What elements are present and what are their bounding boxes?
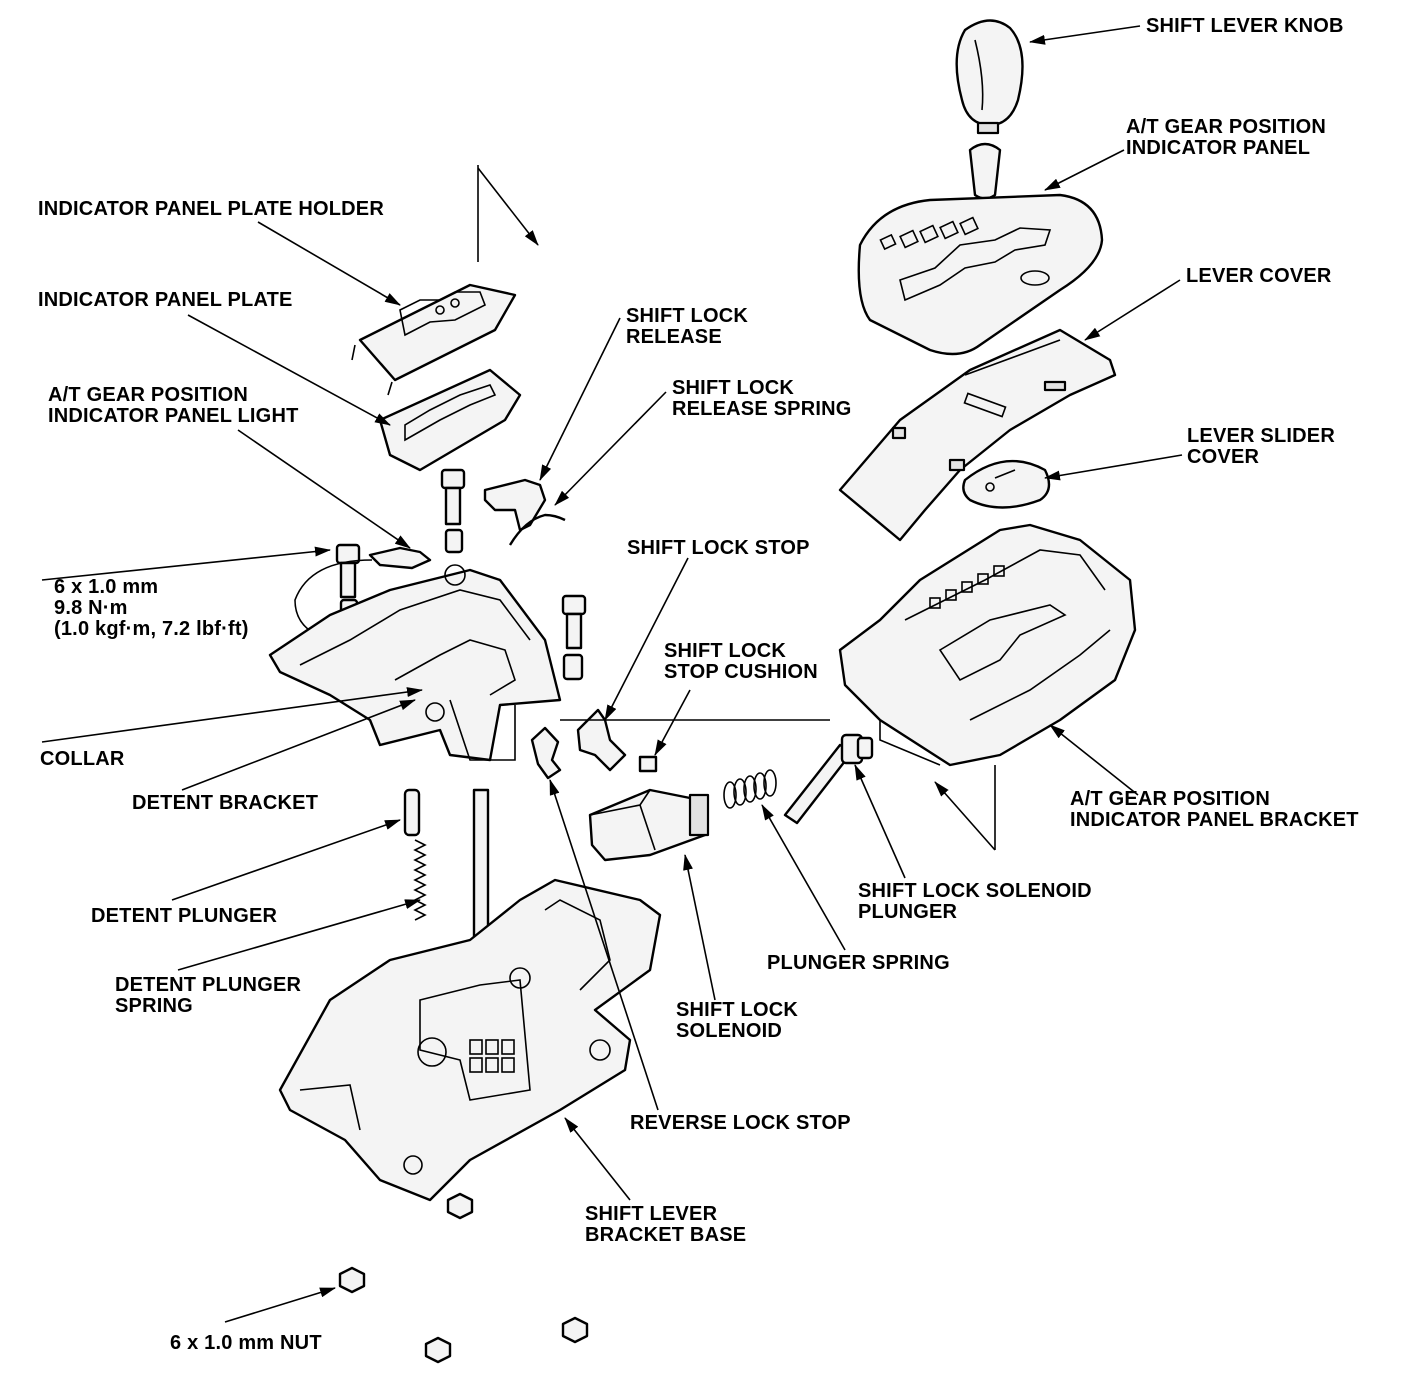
shift-lock-solenoid-part — [588, 788, 710, 862]
bracket-base-part — [278, 878, 662, 1202]
label-shift-lock-release: SHIFT LOCK RELEASE — [626, 306, 748, 348]
label-bolt-spec: 6 x 1.0 mm 9.8 N·m (1.0 kgf·m, 7.2 lbf·f… — [54, 577, 249, 640]
label-shift-lock-solenoid: SHIFT LOCK SOLENOID — [676, 1000, 798, 1042]
reverse-lock-stop-part — [530, 726, 562, 780]
indicator-panel-bracket-part — [838, 523, 1137, 767]
label-line: SPRING — [115, 995, 193, 1017]
label-line: BRACKET BASE — [585, 1224, 747, 1246]
plate-holder-part — [351, 283, 517, 396]
bolt-top — [440, 468, 466, 554]
label-line: SHIFT LEVER — [585, 1203, 718, 1225]
nut-3 — [561, 1316, 589, 1344]
detent-bracket-part — [268, 564, 562, 762]
label-line: INDICATOR PANEL — [1126, 137, 1311, 159]
label-line: STOP CUSHION — [664, 661, 818, 683]
shift-lever-knob-part — [955, 19, 1024, 135]
label-line: 9.8 N·m — [54, 597, 128, 619]
label-line: LEVER SLIDER — [1187, 425, 1335, 447]
label-line: (1.0 kgf·m, 7.2 lbf·ft) — [54, 618, 249, 640]
nut-4 — [424, 1336, 452, 1364]
label-nut: 6 x 1.0 mm NUT — [170, 1332, 322, 1354]
label-line: SHIFT LOCK — [664, 640, 786, 662]
label-line: DETENT PLUNGER — [115, 974, 302, 996]
label-plate-holder: INDICATOR PANEL PLATE HOLDER — [38, 198, 384, 220]
label-release-spring: SHIFT LOCK RELEASE SPRING — [672, 378, 852, 420]
shift-lock-stop-part — [576, 708, 627, 772]
label-line: PLUNGER — [858, 901, 958, 923]
label-shift-lock-stop: SHIFT LOCK STOP — [627, 537, 810, 559]
label-collar: COLLAR — [40, 748, 125, 770]
indicator-plate-part — [378, 368, 522, 472]
label-line: RELEASE SPRING — [672, 398, 852, 420]
indicator-panel-part — [857, 193, 1104, 356]
release-spring-part — [508, 513, 566, 546]
leader-lines — [41, 25, 1183, 1323]
plunger-spring-part — [723, 769, 777, 809]
label-line: SHIFT LOCK — [676, 999, 798, 1021]
solenoid-plunger-part — [783, 733, 874, 825]
label-line: RELEASE — [626, 326, 722, 348]
lever-shaft-top — [968, 142, 1002, 200]
label-line: INDICATOR PANEL BRACKET — [1070, 809, 1359, 831]
stop-cushion-part — [638, 755, 658, 773]
bolt-right — [561, 594, 587, 681]
label-line: SOLENOID — [676, 1020, 783, 1042]
label-line: SHIFT LOCK SOLENOID — [858, 880, 1092, 902]
label-bracket-base: SHIFT LEVER BRACKET BASE — [585, 1204, 746, 1246]
detent-spring-part — [413, 839, 427, 921]
label-panel-light: A/T GEAR POSITION INDICATOR PANEL LIGHT — [48, 385, 299, 427]
detent-plunger-part — [403, 788, 421, 837]
nut-1 — [446, 1192, 474, 1220]
lever-slider-cover-part — [962, 459, 1051, 509]
label-detent-plunger-spring: DETENT PLUNGER SPRING — [115, 975, 301, 1017]
label-line: A/T GEAR POSITION — [1126, 116, 1327, 138]
label-line: COVER — [1187, 446, 1260, 468]
label-indicator-panel: A/T GEAR POSITION INDICATOR PANEL — [1126, 117, 1326, 159]
label-solenoid-plunger: SHIFT LOCK SOLENOID PLUNGER — [858, 881, 1092, 923]
nut-2 — [338, 1266, 366, 1294]
label-line: A/T GEAR POSITION — [1070, 788, 1271, 810]
label-plunger-spring: PLUNGER SPRING — [767, 952, 950, 974]
label-detent-plunger: DETENT PLUNGER — [91, 905, 278, 927]
shift-lock-release-part — [483, 478, 547, 532]
label-line: INDICATOR PANEL LIGHT — [48, 405, 299, 427]
label-line: A/T GEAR POSITION — [48, 384, 249, 406]
label-line: SHIFT LOCK — [626, 305, 748, 327]
label-indicator-plate: INDICATOR PANEL PLATE — [38, 289, 293, 311]
label-lever-cover: LEVER COVER — [1186, 265, 1332, 287]
label-stop-cushion: SHIFT LOCK STOP CUSHION — [664, 641, 818, 683]
label-detent-bracket: DETENT BRACKET — [132, 792, 319, 814]
label-reverse-lock-stop: REVERSE LOCK STOP — [630, 1112, 851, 1134]
lever-cover-part — [838, 328, 1117, 542]
label-shift-lever-knob: SHIFT LEVER KNOB — [1146, 15, 1344, 37]
label-line: 6 x 1.0 mm — [54, 576, 159, 598]
label-panel-bracket: A/T GEAR POSITION INDICATOR PANEL BRACKE… — [1070, 789, 1359, 831]
label-lever-slider-cover: LEVER SLIDER COVER — [1187, 426, 1335, 468]
label-line: SHIFT LOCK — [672, 377, 794, 399]
